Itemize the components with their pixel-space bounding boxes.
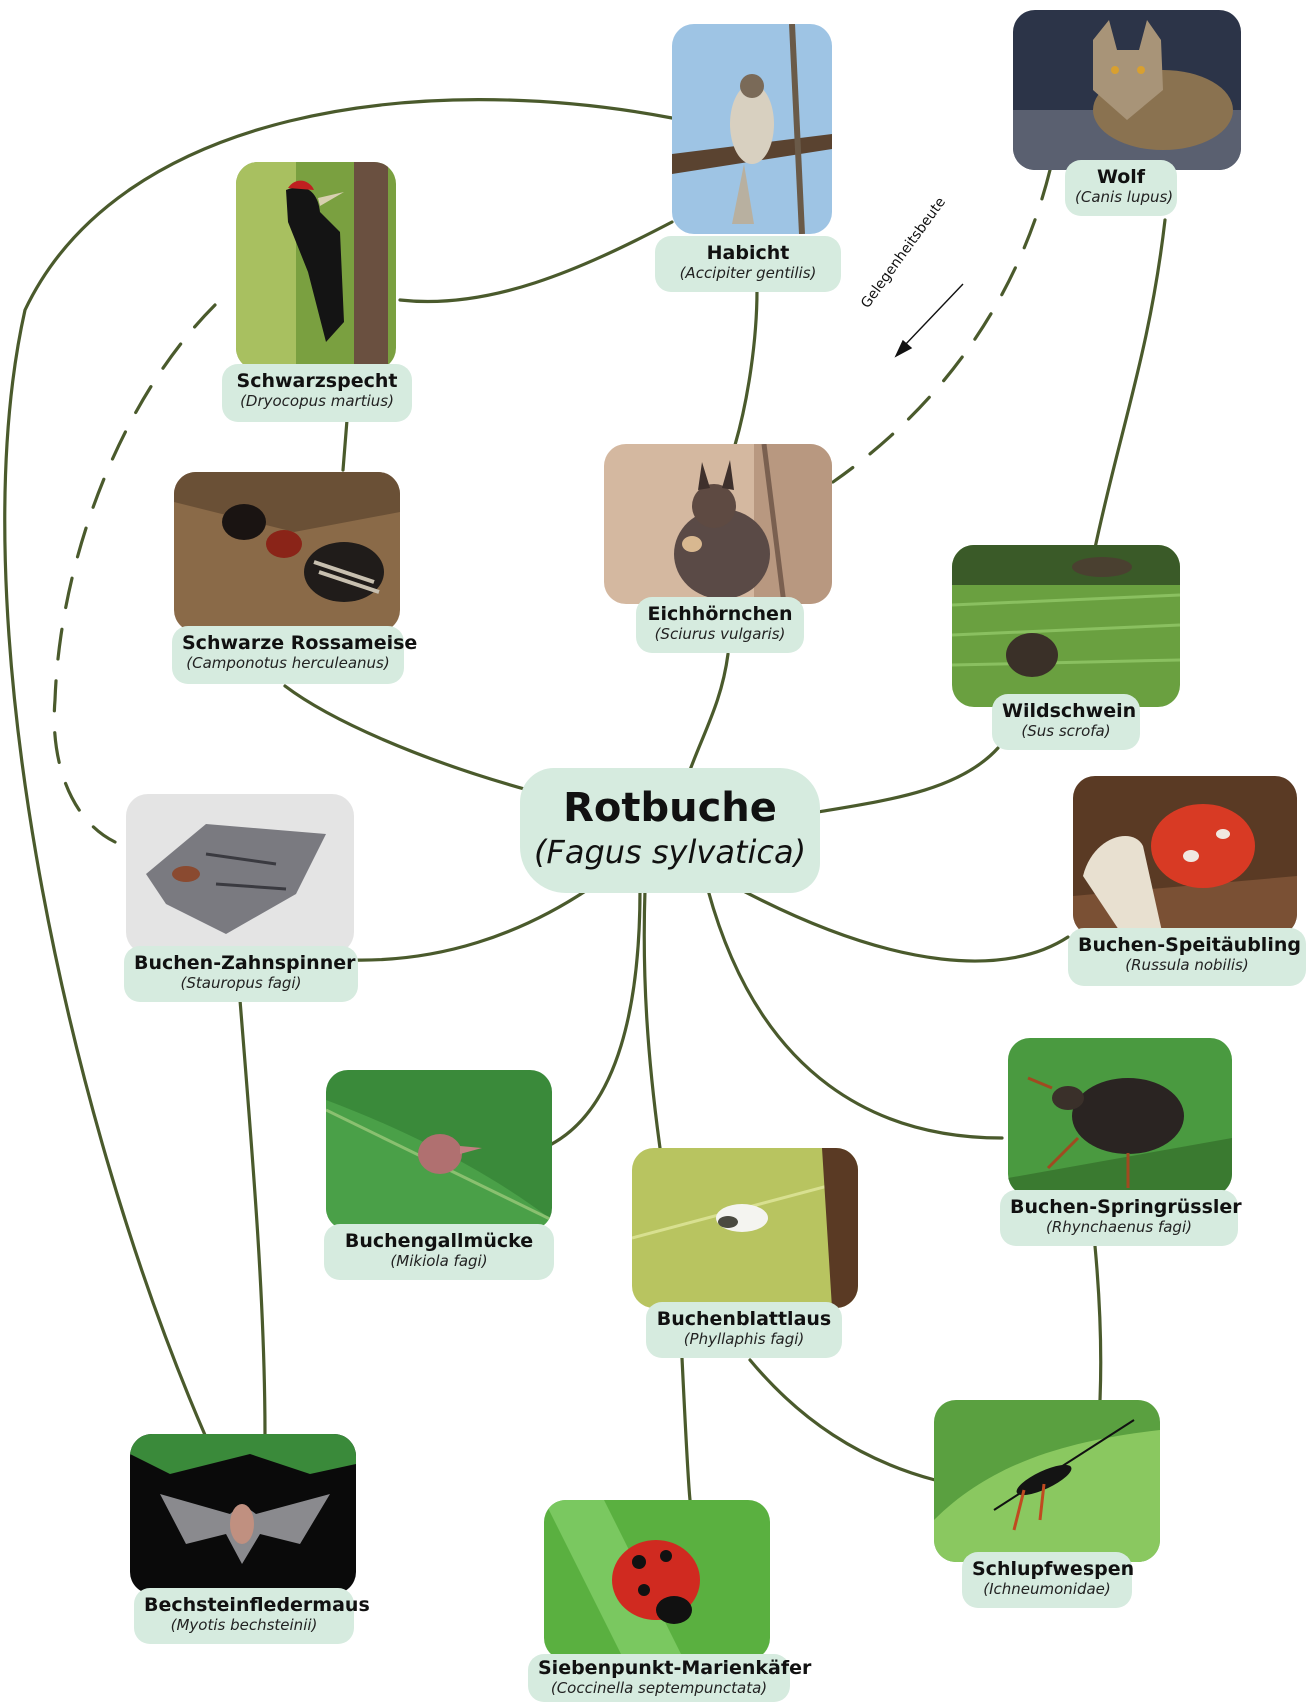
schlupfwespen-common-name: Schlupfwespen xyxy=(972,1558,1122,1580)
link-rotbuche-wildschwein xyxy=(818,748,998,812)
speitaeubling-photo xyxy=(1073,776,1297,936)
link-rotbuche-gallmuecke xyxy=(548,890,640,1146)
link-habicht-schwarzspecht xyxy=(400,222,672,302)
eichhoernchen-label: Eichhörnchen (Sciurus vulgaris) xyxy=(636,597,804,653)
link-wolf-wildschwein xyxy=(1095,220,1165,548)
schwarzspecht-label: Schwarzspecht (Dryocopus martius) xyxy=(222,364,412,422)
marienkaefer-scientific-name: (Coccinella septempunctata) xyxy=(538,1679,780,1698)
rossameise-photo xyxy=(174,472,400,632)
schlupfwespen-photo xyxy=(934,1400,1160,1562)
eichhoernchen-photo xyxy=(604,444,832,604)
link-rotbuche-zahnspinner xyxy=(352,888,590,960)
link-rotbuche-eichhoernchen xyxy=(690,654,728,770)
eichhoernchen-common-name: Eichhörnchen xyxy=(646,603,794,625)
wildschwein-label: Wildschwein (Sus scrofa) xyxy=(992,694,1140,750)
link-habicht-eichhoernchen xyxy=(735,290,757,445)
rossameise-label: Schwarze Rossameise (Camponotus herculea… xyxy=(172,626,404,684)
link-rotbuche-rossameise xyxy=(285,686,528,790)
schwarzspecht-scientific-name: (Dryocopus martius) xyxy=(232,392,402,411)
wolf-scientific-name: (Canis lupus) xyxy=(1075,188,1167,207)
zahnspinner-scientific-name: (Stauropus fagi) xyxy=(134,974,348,993)
springruessler-photo xyxy=(1008,1038,1232,1196)
habicht-common-name: Habicht xyxy=(665,242,831,264)
link-schwarzspecht-rossameise xyxy=(343,420,347,470)
link-rotbuche-springruessler xyxy=(708,890,1002,1138)
wildschwein-scientific-name: (Sus scrofa) xyxy=(1002,722,1130,741)
blattlaus-scientific-name: (Phyllaphis fagi) xyxy=(656,1330,832,1349)
schwarzspecht-common-name: Schwarzspecht xyxy=(232,370,402,392)
wolf-label: Wolf (Canis lupus) xyxy=(1065,160,1177,216)
center-node-rotbuche: Rotbuche (Fagus sylvatica) xyxy=(520,768,820,893)
rossameise-common-name: Schwarze Rossameise xyxy=(182,632,394,654)
speitaeubling-scientific-name: (Russula nobilis) xyxy=(1078,956,1296,975)
center-common-name: Rotbuche xyxy=(520,784,820,832)
link-springruessler-schlupfwespen xyxy=(1095,1246,1101,1400)
center-scientific-name: (Fagus sylvatica) xyxy=(520,832,820,872)
blattlaus-photo xyxy=(632,1148,858,1308)
blattlaus-label: Buchenblattlaus (Phyllaphis fagi) xyxy=(646,1302,842,1358)
gallmuecke-label: Buchengallmücke (Mikiola fagi) xyxy=(324,1224,554,1280)
speitaeubling-common-name: Buchen-Speitäubling xyxy=(1078,934,1296,956)
zahnspinner-common-name: Buchen-Zahnspinner xyxy=(134,952,348,974)
habicht-scientific-name: (Accipiter gentilis) xyxy=(665,264,831,283)
link-zahnspinner-fledermaus xyxy=(240,1000,265,1435)
zahnspinner-label: Buchen-Zahnspinner (Stauropus fagi) xyxy=(124,946,358,1002)
fledermaus-photo xyxy=(130,1434,356,1594)
marienkaefer-common-name: Siebenpunkt-Marienkäfer xyxy=(538,1657,780,1679)
gallmuecke-photo xyxy=(326,1070,552,1230)
schlupfwespen-scientific-name: (Ichneumonidae) xyxy=(972,1580,1122,1599)
zahnspinner-photo xyxy=(126,794,354,954)
link-rotbuche-speitaeubling xyxy=(732,885,1068,961)
link-blattlaus-schlupfwespen xyxy=(750,1360,935,1480)
marienkaefer-photo xyxy=(544,1500,770,1660)
springruessler-label: Buchen-Springrüssler (Rhynchaenus fagi) xyxy=(1000,1190,1238,1246)
wildschwein-photo xyxy=(952,545,1180,707)
springruessler-scientific-name: (Rhynchaenus fagi) xyxy=(1010,1218,1228,1237)
link-blattlaus-marienkaefer xyxy=(682,1358,690,1500)
fledermaus-label: Bechsteinfledermaus (Myotis bechsteinii) xyxy=(134,1588,354,1644)
springruessler-common-name: Buchen-Springrüssler xyxy=(1010,1196,1228,1218)
habicht-photo xyxy=(672,24,832,234)
wolf-photo xyxy=(1013,10,1241,170)
speitaeubling-label: Buchen-Speitäubling (Russula nobilis) xyxy=(1068,928,1306,986)
fledermaus-scientific-name: (Myotis bechsteinii) xyxy=(144,1616,344,1635)
gallmuecke-common-name: Buchengallmücke xyxy=(334,1230,544,1252)
gallmuecke-scientific-name: (Mikiola fagi) xyxy=(334,1252,544,1271)
marienkaefer-label: Siebenpunkt-Marienkäfer (Coccinella sept… xyxy=(528,1654,790,1702)
blattlaus-common-name: Buchenblattlaus xyxy=(656,1308,832,1330)
eichhoernchen-scientific-name: (Sciurus vulgaris) xyxy=(646,625,794,644)
opportunistic-arrow xyxy=(896,284,963,356)
habicht-label: Habicht (Accipiter gentilis) xyxy=(655,236,841,292)
schlupfwespen-label: Schlupfwespen (Ichneumonidae) xyxy=(962,1552,1132,1608)
fledermaus-common-name: Bechsteinfledermaus xyxy=(144,1594,344,1616)
rossameise-scientific-name: (Camponotus herculeanus) xyxy=(182,654,394,673)
wildschwein-common-name: Wildschwein xyxy=(1002,700,1130,722)
link-rotbuche-blattlaus xyxy=(644,890,660,1148)
wolf-common-name: Wolf xyxy=(1075,166,1167,188)
link-wolf-eichhoernchen-dashed xyxy=(833,170,1050,482)
schwarzspecht-photo xyxy=(236,162,396,370)
